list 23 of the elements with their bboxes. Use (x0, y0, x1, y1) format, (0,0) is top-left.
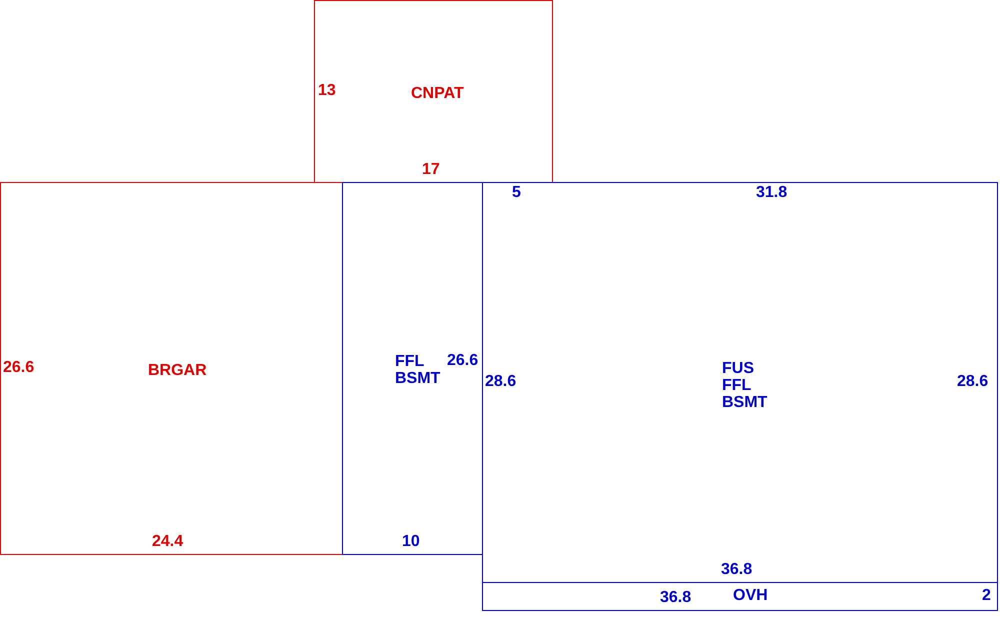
dimension-label: 24.4 (152, 533, 184, 551)
room-outline (342, 182, 483, 555)
dimension-label: 36.8 (660, 589, 692, 607)
room-label: OVH (733, 587, 769, 604)
dimension-label: 26.6 (447, 352, 478, 370)
room-label: FUS FFL BSMT (722, 360, 768, 411)
room-label: CNPAT (411, 85, 465, 102)
dimension-label: 13 (318, 82, 336, 100)
dimension-label: 10 (402, 533, 420, 551)
dimension-label: 17 (422, 161, 440, 179)
dimension-label: 31.8 (756, 184, 788, 202)
room-outline (482, 182, 998, 583)
dimension-label: 36.8 (721, 561, 752, 579)
room-label: FFL BSMT (395, 353, 442, 387)
room-outline (482, 582, 998, 611)
room-outline (314, 0, 553, 183)
dimension-label: 28.6 (957, 373, 988, 391)
dimension-label: 2 (982, 587, 991, 605)
room-label: BRGAR (148, 362, 208, 379)
room-outline (0, 182, 343, 555)
dimension-label: 26.6 (3, 359, 34, 377)
dimension-label: 28.6 (485, 373, 516, 391)
dimension-label: 5 (512, 184, 521, 202)
